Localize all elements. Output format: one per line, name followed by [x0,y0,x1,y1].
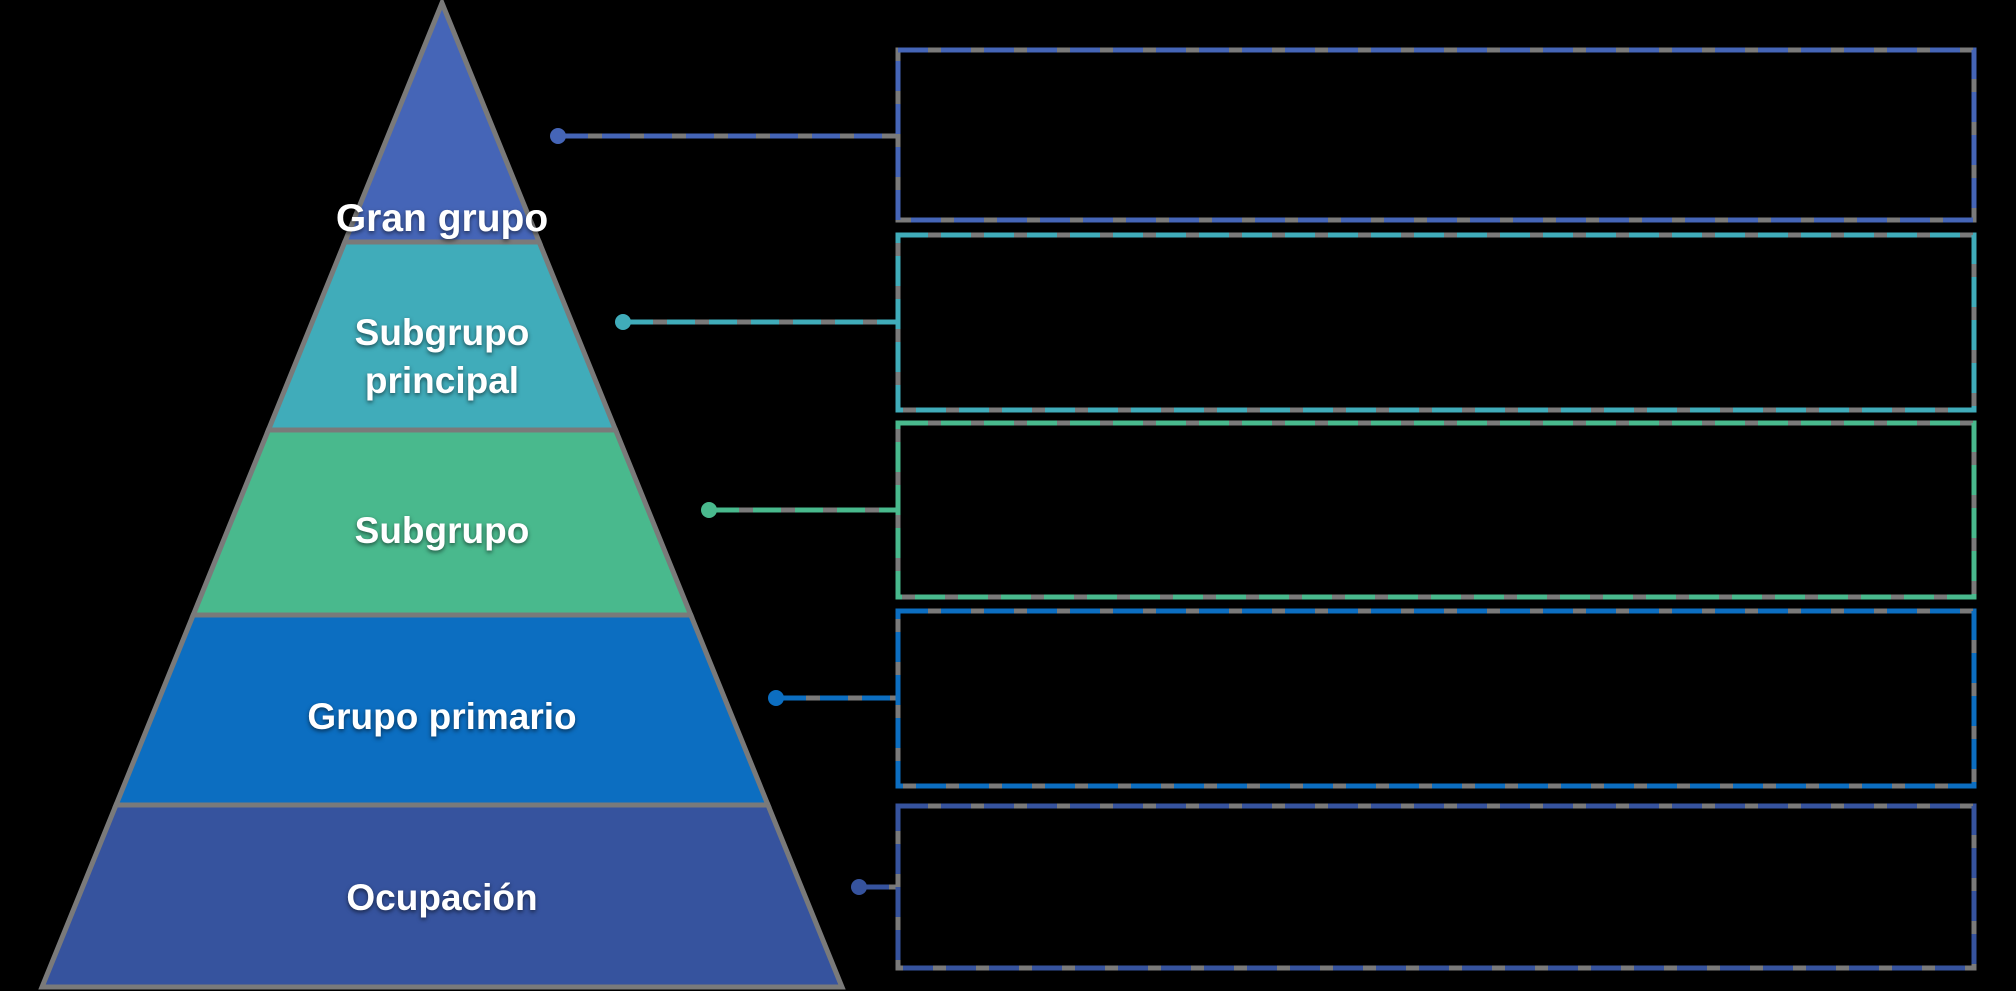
callout-box-1-border [895,47,1977,223]
pyramid-level-2-label-line-2: principal [365,360,519,401]
callout-box-1-underlay [895,47,1977,223]
callout-box-5-border [895,803,1977,971]
callout-box-4-border [895,608,1977,789]
pyramid-labels: Gran grupo Subgrupo principal Subgrupo G… [307,197,576,918]
connector-5-dot [851,879,867,895]
callout-box-5-underlay [895,803,1977,971]
callout-boxes [895,47,1977,971]
pyramid-level-3-label: Subgrupo [355,510,530,551]
pyramid-level-5-label: Ocupación [346,877,537,918]
callout-box-3-border [895,420,1977,600]
pyramid-level-2-label-line-1: Subgrupo [355,312,530,353]
pyramid-level-4-label: Grupo primario [307,696,576,737]
pyramid [38,0,846,990]
connector-3-dot [701,502,717,518]
connector-4-dot [768,690,784,706]
callout-box-4-underlay [895,608,1977,789]
callout-box-2-underlay [895,232,1977,413]
callout-box-2-border [895,232,1977,413]
pyramid-level-1-label: Gran grupo [336,197,548,240]
connector-1-dot [550,128,566,144]
connectors [550,128,898,895]
pyramid-level-5-shape [38,802,846,990]
callout-box-3-underlay [895,420,1977,600]
connector-2-dot [615,314,631,330]
